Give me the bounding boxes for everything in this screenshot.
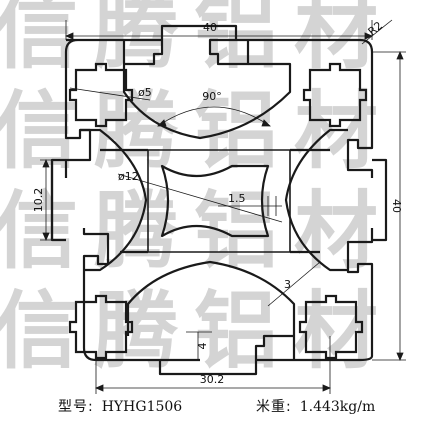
dim-slot-depth: 4: [196, 343, 209, 350]
weight-value: 1.443kg/m: [299, 399, 376, 415]
dim-bottom: 30.2: [200, 373, 225, 386]
watermark-char: 铝: [194, 182, 278, 280]
dimension-lines: [40, 19, 406, 394]
dim-center-bore: ø12: [118, 170, 139, 183]
watermark-char: 信: [0, 182, 78, 280]
watermark-char: 腾: [94, 282, 179, 380]
watermark-char: 腾: [94, 82, 179, 180]
weight-info: 米重: 1.443kg/m: [256, 396, 375, 416]
watermark: 信 腾 铝 材 信 腾 铝 材 信 腾 铝 材 信 腾 铝 材: [0, 0, 378, 380]
dim-left: 10.2: [32, 188, 45, 213]
dim-rib-thickness: 3: [284, 278, 291, 291]
dim-hole-diameter: ø5: [138, 86, 152, 99]
weight-label: 米重:: [256, 399, 292, 415]
watermark-char: 信: [0, 282, 78, 380]
dim-width: 40: [203, 21, 217, 34]
dim-wall-thickness: 1.5: [228, 192, 246, 205]
watermark-char: 铝: [194, 82, 278, 180]
model-value: HYHG1506: [101, 399, 183, 415]
model-info: 型号: HYHG1506: [58, 396, 182, 416]
dim-angle: 90°: [202, 90, 222, 103]
model-label: 型号:: [58, 399, 94, 415]
profile-webs: [80, 62, 348, 336]
watermark-char: 铝: [194, 282, 278, 380]
watermark-char: 材: [294, 182, 378, 280]
dim-height: 40: [390, 199, 403, 213]
